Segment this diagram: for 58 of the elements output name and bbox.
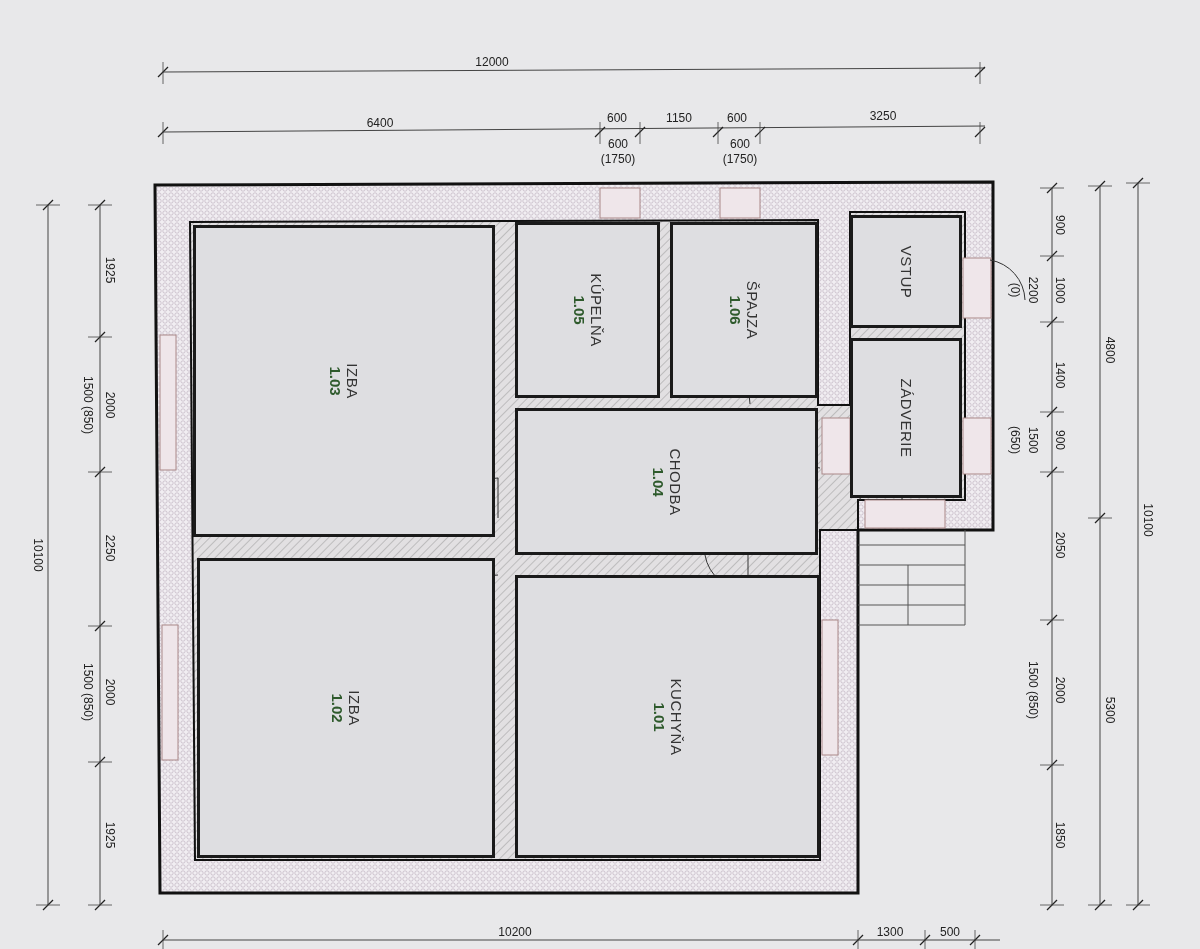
dimension-label: 10100 (1142, 503, 1154, 537)
room-name: KÚPELŇA (587, 273, 605, 347)
room-name: KUCHYŇA (667, 678, 685, 755)
dimension-label: 2000 (104, 678, 116, 706)
room-name: CHODBA (666, 447, 684, 516)
dimension-label: 900 (1054, 215, 1066, 235)
dimension-label: 5300 (1104, 696, 1116, 724)
dimension-label: (0) (1009, 282, 1021, 298)
dimension-label: 1850 (1054, 821, 1066, 849)
room-name: VSTUP (897, 245, 915, 298)
dimension-label: 1500 (850) (82, 376, 94, 434)
room-name: ZÁDVERIE (897, 378, 915, 458)
dimension-label: 2200 (1027, 276, 1039, 304)
dimension-label: 2250 (104, 534, 116, 562)
room-area (515, 222, 660, 398)
dimension-label: 500 (940, 926, 960, 938)
dimension-label: 1300 (876, 926, 904, 938)
room-name: ŠPAJZA (744, 280, 761, 340)
dimension-label: (1750) (600, 153, 636, 165)
room-number: 1.02 (329, 693, 346, 723)
dimension-label: 600 (727, 112, 747, 124)
room-area (197, 558, 495, 858)
dimension-label: 600 (607, 112, 627, 124)
dimension-label: 3250 (869, 110, 897, 122)
dimension-label: (650) (1009, 426, 1021, 454)
dimension-label: (1750) (722, 153, 758, 165)
dimension-label: 4800 (1104, 336, 1116, 364)
dimension-label: 10100 (32, 538, 44, 572)
dimension-label: 1150 (666, 112, 692, 124)
room-area (515, 408, 818, 555)
room-area (850, 215, 962, 328)
room-number: 1.03 (327, 366, 344, 396)
dimension-label: 1925 (104, 821, 116, 849)
room-name: IZBA (346, 690, 363, 726)
dimension-label: 1000 (1054, 276, 1066, 304)
dimension-label: 6400 (366, 117, 394, 129)
room-number: 1.04 (649, 466, 667, 497)
dimension-label: 1400 (1054, 361, 1066, 389)
dimension-label: 1500 (1027, 426, 1039, 454)
room-number: 1.05 (570, 295, 588, 325)
room-name: IZBA (344, 363, 361, 399)
dimension-label: 600 (608, 138, 628, 150)
dimension-label: 2050 (1054, 531, 1066, 559)
room-area (193, 225, 495, 537)
room-area (670, 222, 818, 398)
dimension-label: 900 (1054, 430, 1066, 450)
dimension-label: 1925 (104, 256, 116, 284)
dimension-label: 1500 (850) (1027, 661, 1039, 719)
dimension-label: 10200 (498, 926, 532, 938)
dimension-label: 1500 (850) (82, 663, 94, 721)
room-number: 1.06 (727, 295, 744, 325)
room-number: 1.01 (650, 701, 668, 732)
room-area (515, 575, 820, 858)
dimension-label: 2000 (1054, 676, 1066, 704)
dimension-label: 12000 (475, 56, 509, 68)
dimension-label: 600 (730, 138, 750, 150)
dimension-label: 2000 (104, 391, 116, 419)
room-area (850, 338, 962, 498)
